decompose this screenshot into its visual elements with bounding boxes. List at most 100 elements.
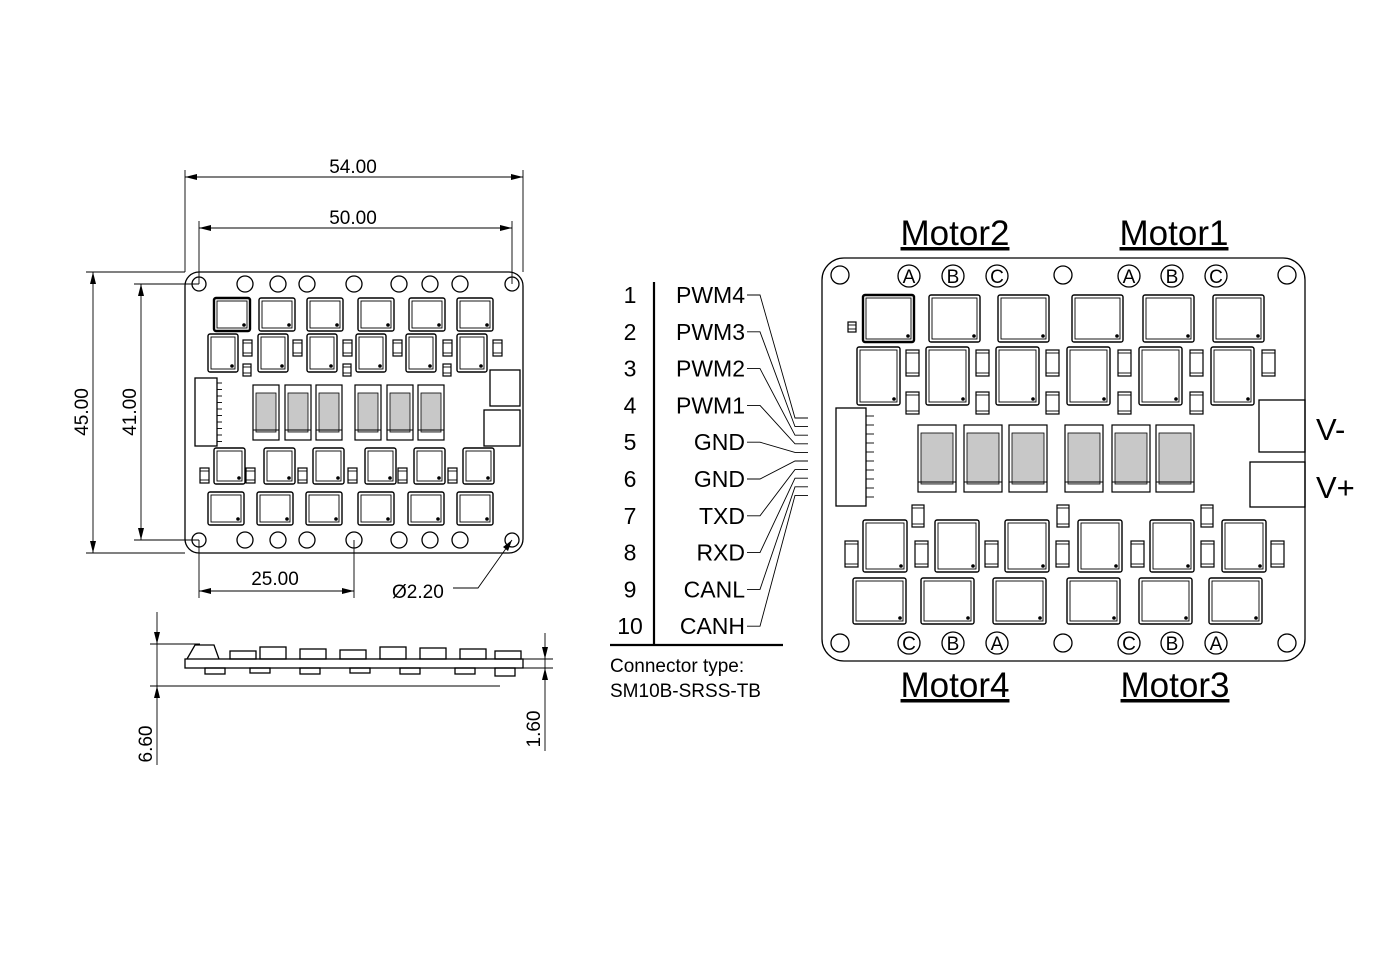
capacitor-body — [287, 392, 309, 433]
dim-hole-offset: 25.00 — [251, 569, 299, 590]
mosfet-pad — [1213, 349, 1252, 403]
mosfet-pad — [360, 494, 392, 523]
mosfet — [213, 447, 246, 485]
mosfet — [405, 333, 437, 373]
phase-label: B — [1166, 634, 1179, 655]
pin-number: 9 — [624, 576, 637, 602]
mosfet-pad — [459, 300, 491, 329]
mosfet-pad — [1007, 522, 1047, 570]
connector-type-value: SM10B-SRSS-TB — [610, 681, 761, 702]
v-minus-label: V- — [1316, 412, 1345, 447]
passive — [1045, 391, 1060, 415]
mosfet — [306, 333, 338, 373]
pin-number: 5 — [624, 429, 637, 455]
pin1-dot — [892, 397, 896, 401]
pin1-dot — [485, 517, 489, 521]
pin1-dot — [1041, 334, 1045, 338]
mosfet — [1210, 346, 1255, 406]
pad-hole — [298, 531, 316, 549]
capacitor-body — [255, 392, 277, 433]
phase-label: C — [1122, 634, 1136, 655]
mosfet — [862, 519, 908, 573]
capacitor-body — [1114, 432, 1148, 485]
passive — [492, 339, 503, 357]
side-view: 6.60 1.60 — [136, 612, 553, 765]
passive — [242, 339, 253, 357]
pad-hole — [1053, 633, 1073, 653]
mosfet — [357, 491, 395, 526]
mosfet-pad — [1215, 297, 1262, 340]
dim-width-outer: 54.00 — [329, 157, 377, 178]
phase-circle — [941, 631, 965, 655]
pin1-dot — [335, 323, 339, 327]
pin-signal: RXD — [696, 540, 745, 566]
pin-leader — [747, 441, 808, 453]
pin-signal: CANH — [680, 613, 745, 639]
mosfet — [1066, 577, 1121, 625]
mosfet-pad — [210, 494, 242, 523]
pin1-dot — [280, 364, 284, 368]
mosfet-pad — [865, 297, 912, 340]
mosfet-pad — [411, 300, 443, 329]
connector-type-label: Connector type: — [610, 656, 744, 677]
mosfet — [305, 491, 343, 526]
mosfet-pad — [931, 297, 978, 340]
pin-signal: GND — [694, 466, 745, 492]
passive — [397, 467, 408, 484]
pin1-dot — [971, 564, 975, 568]
phase-circle — [1117, 264, 1141, 288]
side-part-bottom — [494, 667, 516, 677]
top-view-components — [199, 296, 503, 526]
detail-board-outline — [821, 257, 1306, 662]
mosfet-pad — [855, 580, 904, 622]
mosfet — [256, 491, 294, 526]
mosfet — [1004, 519, 1050, 573]
pin1-dot — [437, 476, 441, 480]
pin1-dot — [486, 476, 490, 480]
mosfet-pad — [367, 450, 394, 482]
mosfet — [306, 297, 344, 332]
mosfet — [1071, 294, 1124, 343]
passive — [1200, 540, 1215, 568]
pin-leader — [747, 494, 808, 627]
pin1-dot — [972, 334, 976, 338]
phase-circle — [1160, 631, 1184, 655]
passive — [1189, 391, 1204, 415]
motor3-label: Motor3 — [1121, 666, 1230, 705]
mounting-hole — [504, 532, 520, 548]
mosfet-pad — [1152, 522, 1192, 570]
side-part — [259, 646, 287, 660]
pad-hole — [345, 275, 363, 293]
mosfet — [408, 297, 446, 332]
detail-v-minus-pad — [1258, 399, 1306, 453]
hole-diameter-label: Ø2.20 — [392, 582, 444, 603]
mosfet-pad — [309, 300, 341, 329]
phase-label: B — [1166, 267, 1179, 288]
passive — [1261, 349, 1276, 377]
pin-signal: PWM1 — [676, 392, 745, 418]
pin-leader — [747, 477, 808, 554]
phase-circle — [1117, 631, 1141, 655]
side-part — [299, 648, 327, 660]
pin1-dot — [236, 517, 240, 521]
side-part — [229, 650, 257, 660]
side-part — [459, 648, 487, 660]
mosfet-pad — [1000, 297, 1047, 340]
mosfet — [207, 333, 239, 373]
mosfet-pad — [1069, 580, 1118, 622]
mosfet-pad — [360, 300, 392, 329]
side-part — [379, 646, 407, 660]
phase-circle — [897, 264, 921, 288]
pin1-dot — [1256, 334, 1260, 338]
side-part-bottom — [299, 667, 321, 675]
mosfet — [1212, 294, 1265, 343]
side-part-bottom — [349, 667, 371, 674]
capacitor-body — [1067, 432, 1101, 485]
mosfet — [413, 447, 446, 485]
mosfet-pad — [309, 336, 335, 370]
capacitor-body — [357, 392, 379, 433]
passive — [905, 349, 920, 377]
capacitor-body — [318, 392, 340, 433]
mosfet-pad — [261, 300, 293, 329]
